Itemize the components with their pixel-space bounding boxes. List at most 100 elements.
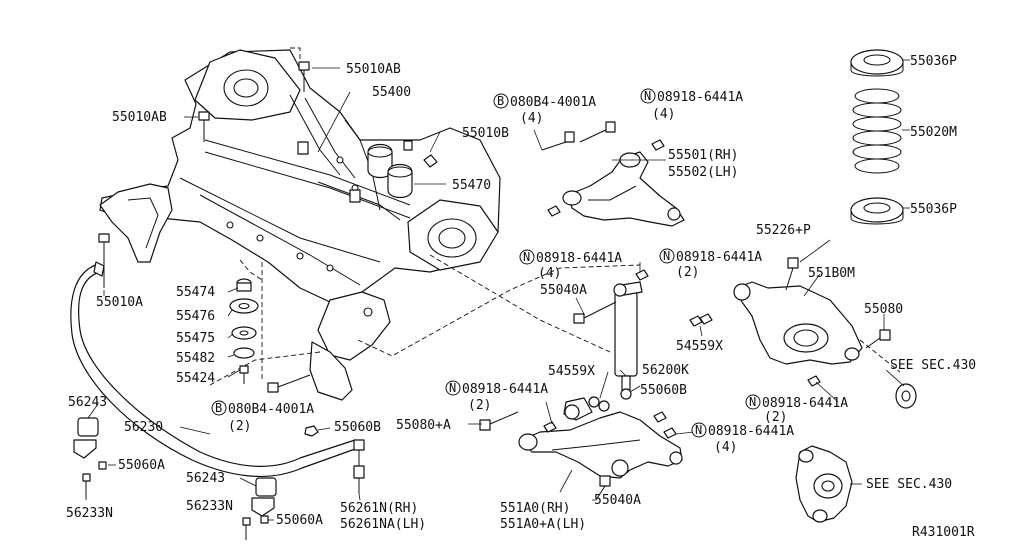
label-08918-6441A-e: 08918-6441A — [462, 382, 548, 397]
label-56243-b: 56243 — [186, 471, 225, 486]
label-55040A-a: 55040A — [540, 283, 587, 298]
label-08918-6441A-c-qty: (2) — [676, 265, 699, 280]
label-55475: 55475 — [176, 331, 215, 346]
label-080B4-4001A-top-qty: (4) — [520, 111, 543, 126]
label-55036P-bottom: 55036P — [910, 202, 957, 217]
label-54559X-a: 54559X — [548, 364, 595, 379]
label-551A0: 551A0(RH) — [500, 501, 570, 516]
nut-marker-n-letter-e: N — [449, 381, 456, 395]
label-55482: 55482 — [176, 351, 215, 366]
bushing-56243-b — [242, 477, 277, 540]
label-08918-6441A-a: 08918-6441A — [657, 90, 743, 105]
label-55060A-b: 55060A — [276, 513, 323, 528]
leader-lines — [85, 59, 910, 521]
label-08918-6441A-f-qty: (4) — [714, 440, 737, 455]
bushing-56243-a — [73, 417, 107, 498]
label-56233N-a: 56233N — [66, 506, 113, 521]
label-08918-6441A-c: 08918-6441A — [676, 250, 762, 265]
label-56200K: 56200K — [642, 363, 689, 378]
label-56230: 56230 — [124, 420, 163, 435]
label-56233N-b: 56233N — [186, 499, 233, 514]
bolt-marker-b-letter-top: B — [497, 94, 504, 108]
bolt-55040A-a — [573, 301, 617, 324]
label-56261NA: 56261NA(LH) — [340, 517, 426, 532]
label-55080: 55080 — [864, 302, 903, 317]
bushing-sec430 — [895, 383, 917, 409]
upper-arm-55501 — [562, 151, 685, 227]
nut-marker-n-icon-c — [659, 248, 675, 264]
label-55226P: 55226+P — [756, 223, 811, 238]
bolt-55010A — [98, 233, 110, 288]
label-55474: 55474 — [176, 285, 215, 300]
label-56261N: 56261N(RH) — [340, 501, 418, 516]
nut-marker-n-letter-d: N — [749, 395, 756, 409]
upper-arm-bolts — [541, 121, 665, 217]
callout-labels: 55010AB 55010AB 55400 55010B 55470 55010… — [66, 54, 976, 540]
label-080B4-4001A-lower-qty: (2) — [228, 419, 251, 434]
label-55424: 55424 — [176, 371, 215, 386]
coil-spring-55020M — [852, 88, 902, 174]
label-080B4-4001A-lower: 080B4-4001A — [228, 402, 314, 417]
label-551A0A: 551A0+A(LH) — [500, 517, 586, 532]
nut-marker-n-letter-f: N — [695, 423, 702, 437]
label-55010B: 55010B — [462, 126, 509, 141]
nut-marker-n-icon-e — [445, 380, 461, 396]
shock-absorber-56200K — [613, 281, 643, 400]
label-see-sec-430-b: SEE SEC.430 — [866, 477, 952, 492]
label-54559X-b: 54559X — [676, 339, 723, 354]
label-08918-6441A-e-qty: (2) — [468, 398, 491, 413]
bolt-55010AB-left — [198, 111, 210, 142]
knuckle-sec430 — [795, 445, 853, 523]
label-55502: 55502(LH) — [668, 165, 738, 180]
subframe-55400 — [99, 49, 501, 401]
diagram-id: R431001R — [912, 525, 975, 540]
nut-marker-n-icon-b — [519, 249, 535, 265]
bushing-55470 — [367, 143, 413, 199]
label-55036P-top: 55036P — [910, 54, 957, 69]
label-551B0M: 551B0M — [808, 266, 855, 281]
lower-arm-551A0 — [518, 396, 683, 479]
label-55060B-b: 55060B — [640, 383, 687, 398]
stabilizer-bar-56230 — [70, 261, 359, 477]
label-55501: 55501(RH) — [668, 148, 738, 163]
label-55400: 55400 — [372, 85, 411, 100]
bolt-55010AB-top — [298, 61, 340, 92]
lower-arm-551B0M — [733, 281, 863, 365]
label-08918-6441A-a-qty: (4) — [652, 107, 675, 122]
label-see-sec-430-a: SEE SEC.430 — [890, 358, 976, 373]
nut-marker-n-icon-a — [640, 88, 656, 104]
label-08918-6441A-b-qty: (4) — [538, 266, 561, 281]
nut-marker-n-letter-c: N — [663, 249, 670, 263]
label-55470: 55470 — [452, 178, 491, 193]
spring-seat-55036P-bottom — [850, 197, 904, 225]
label-08918-6441A-d-qty: (2) — [764, 410, 787, 425]
nut-shock-top — [635, 269, 649, 281]
bolt-080B4-lower — [267, 374, 311, 393]
label-08918-6441A-d: 08918-6441A — [762, 396, 848, 411]
nut-marker-n-icon-f — [691, 422, 707, 438]
label-56243-a: 56243 — [68, 395, 107, 410]
bolt-marker-b-icon — [211, 400, 227, 416]
label-55060A-a: 55060A — [118, 458, 165, 473]
nut-marker-n-letter-a: N — [644, 89, 651, 103]
stabilizer-link-56261N — [353, 439, 365, 494]
label-55010A: 55010A — [96, 295, 143, 310]
spring-seat-55036P-top — [850, 49, 904, 77]
nut-55060B-a — [304, 425, 331, 437]
label-55060B-a: 55060B — [334, 420, 381, 435]
label-55020M: 55020M — [910, 125, 957, 140]
label-08918-6441A-f: 08918-6441A — [708, 424, 794, 439]
reference-dashed-lines — [209, 47, 901, 386]
label-55010AB-left: 55010AB — [112, 110, 167, 125]
bolt-marker-b-icon-top — [493, 93, 509, 109]
label-55476: 55476 — [176, 309, 215, 324]
bolt-marker-b-letter: B — [215, 401, 222, 415]
fasteners-55010B — [403, 131, 441, 168]
label-55040A-b: 55040A — [594, 493, 641, 508]
label-08918-6441A-b: 08918-6441A — [536, 251, 622, 266]
label-55010AB-top: 55010AB — [346, 62, 401, 77]
nut-marker-n-icon-d — [745, 394, 761, 410]
nut-marker-n-letter-b: N — [523, 250, 530, 264]
